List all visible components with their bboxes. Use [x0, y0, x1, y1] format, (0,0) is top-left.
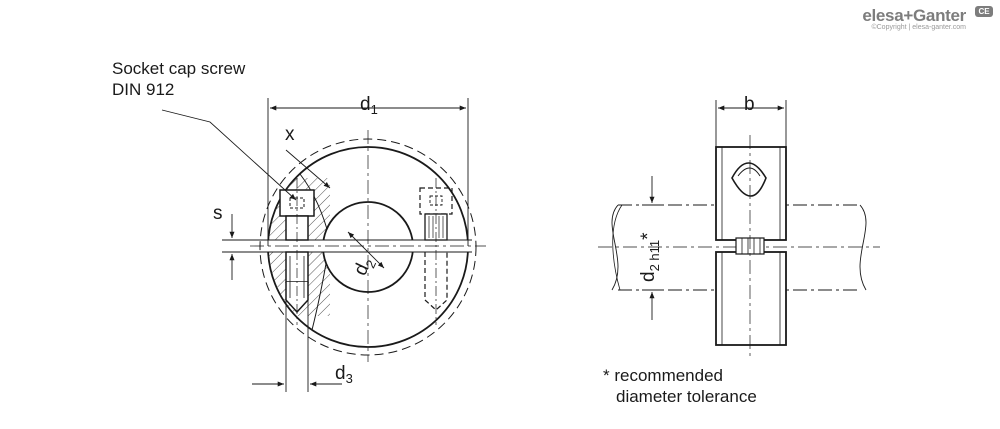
dimension-s [222, 214, 262, 280]
counterbore-icon [731, 162, 767, 197]
dimension-x [285, 149, 331, 189]
side-view [598, 135, 880, 360]
d2-h11-label: d2 h11* [638, 232, 662, 282]
collar-upper-half [715, 146, 787, 241]
brand-name: elesa+Ganter [862, 6, 966, 25]
b-label: b [744, 94, 755, 115]
socket-cap-screw-right [419, 178, 453, 325]
s-label: s [213, 203, 223, 224]
brand-copyright: ©Copyright | elesa-ganter.com [871, 24, 966, 31]
x-label: x [285, 124, 295, 145]
dimension-d2-h11 [642, 176, 662, 320]
dimension-d2 [347, 231, 385, 269]
d1-label: d1 [360, 94, 378, 117]
brand-logo: elesa+Ganter ©Copyright | elesa-ganter.c… [862, 6, 966, 31]
collar-lower-half [715, 251, 787, 346]
ce-mark-icon: CE [975, 6, 993, 17]
screw-label-line1: Socket cap screw [112, 59, 246, 78]
front-view [250, 130, 486, 362]
dimension-d3 [252, 300, 342, 392]
dimension-b [715, 100, 787, 147]
screw-leader-line [161, 109, 297, 201]
dimension-d1 [267, 98, 469, 246]
screw-label-line2: DIN 912 [112, 80, 175, 99]
footnote-line2: diameter tolerance [616, 387, 757, 406]
d3-label: d3 [335, 363, 353, 386]
socket-cap-screw-left [279, 178, 315, 325]
footnote-line1: * recommended [603, 366, 724, 385]
